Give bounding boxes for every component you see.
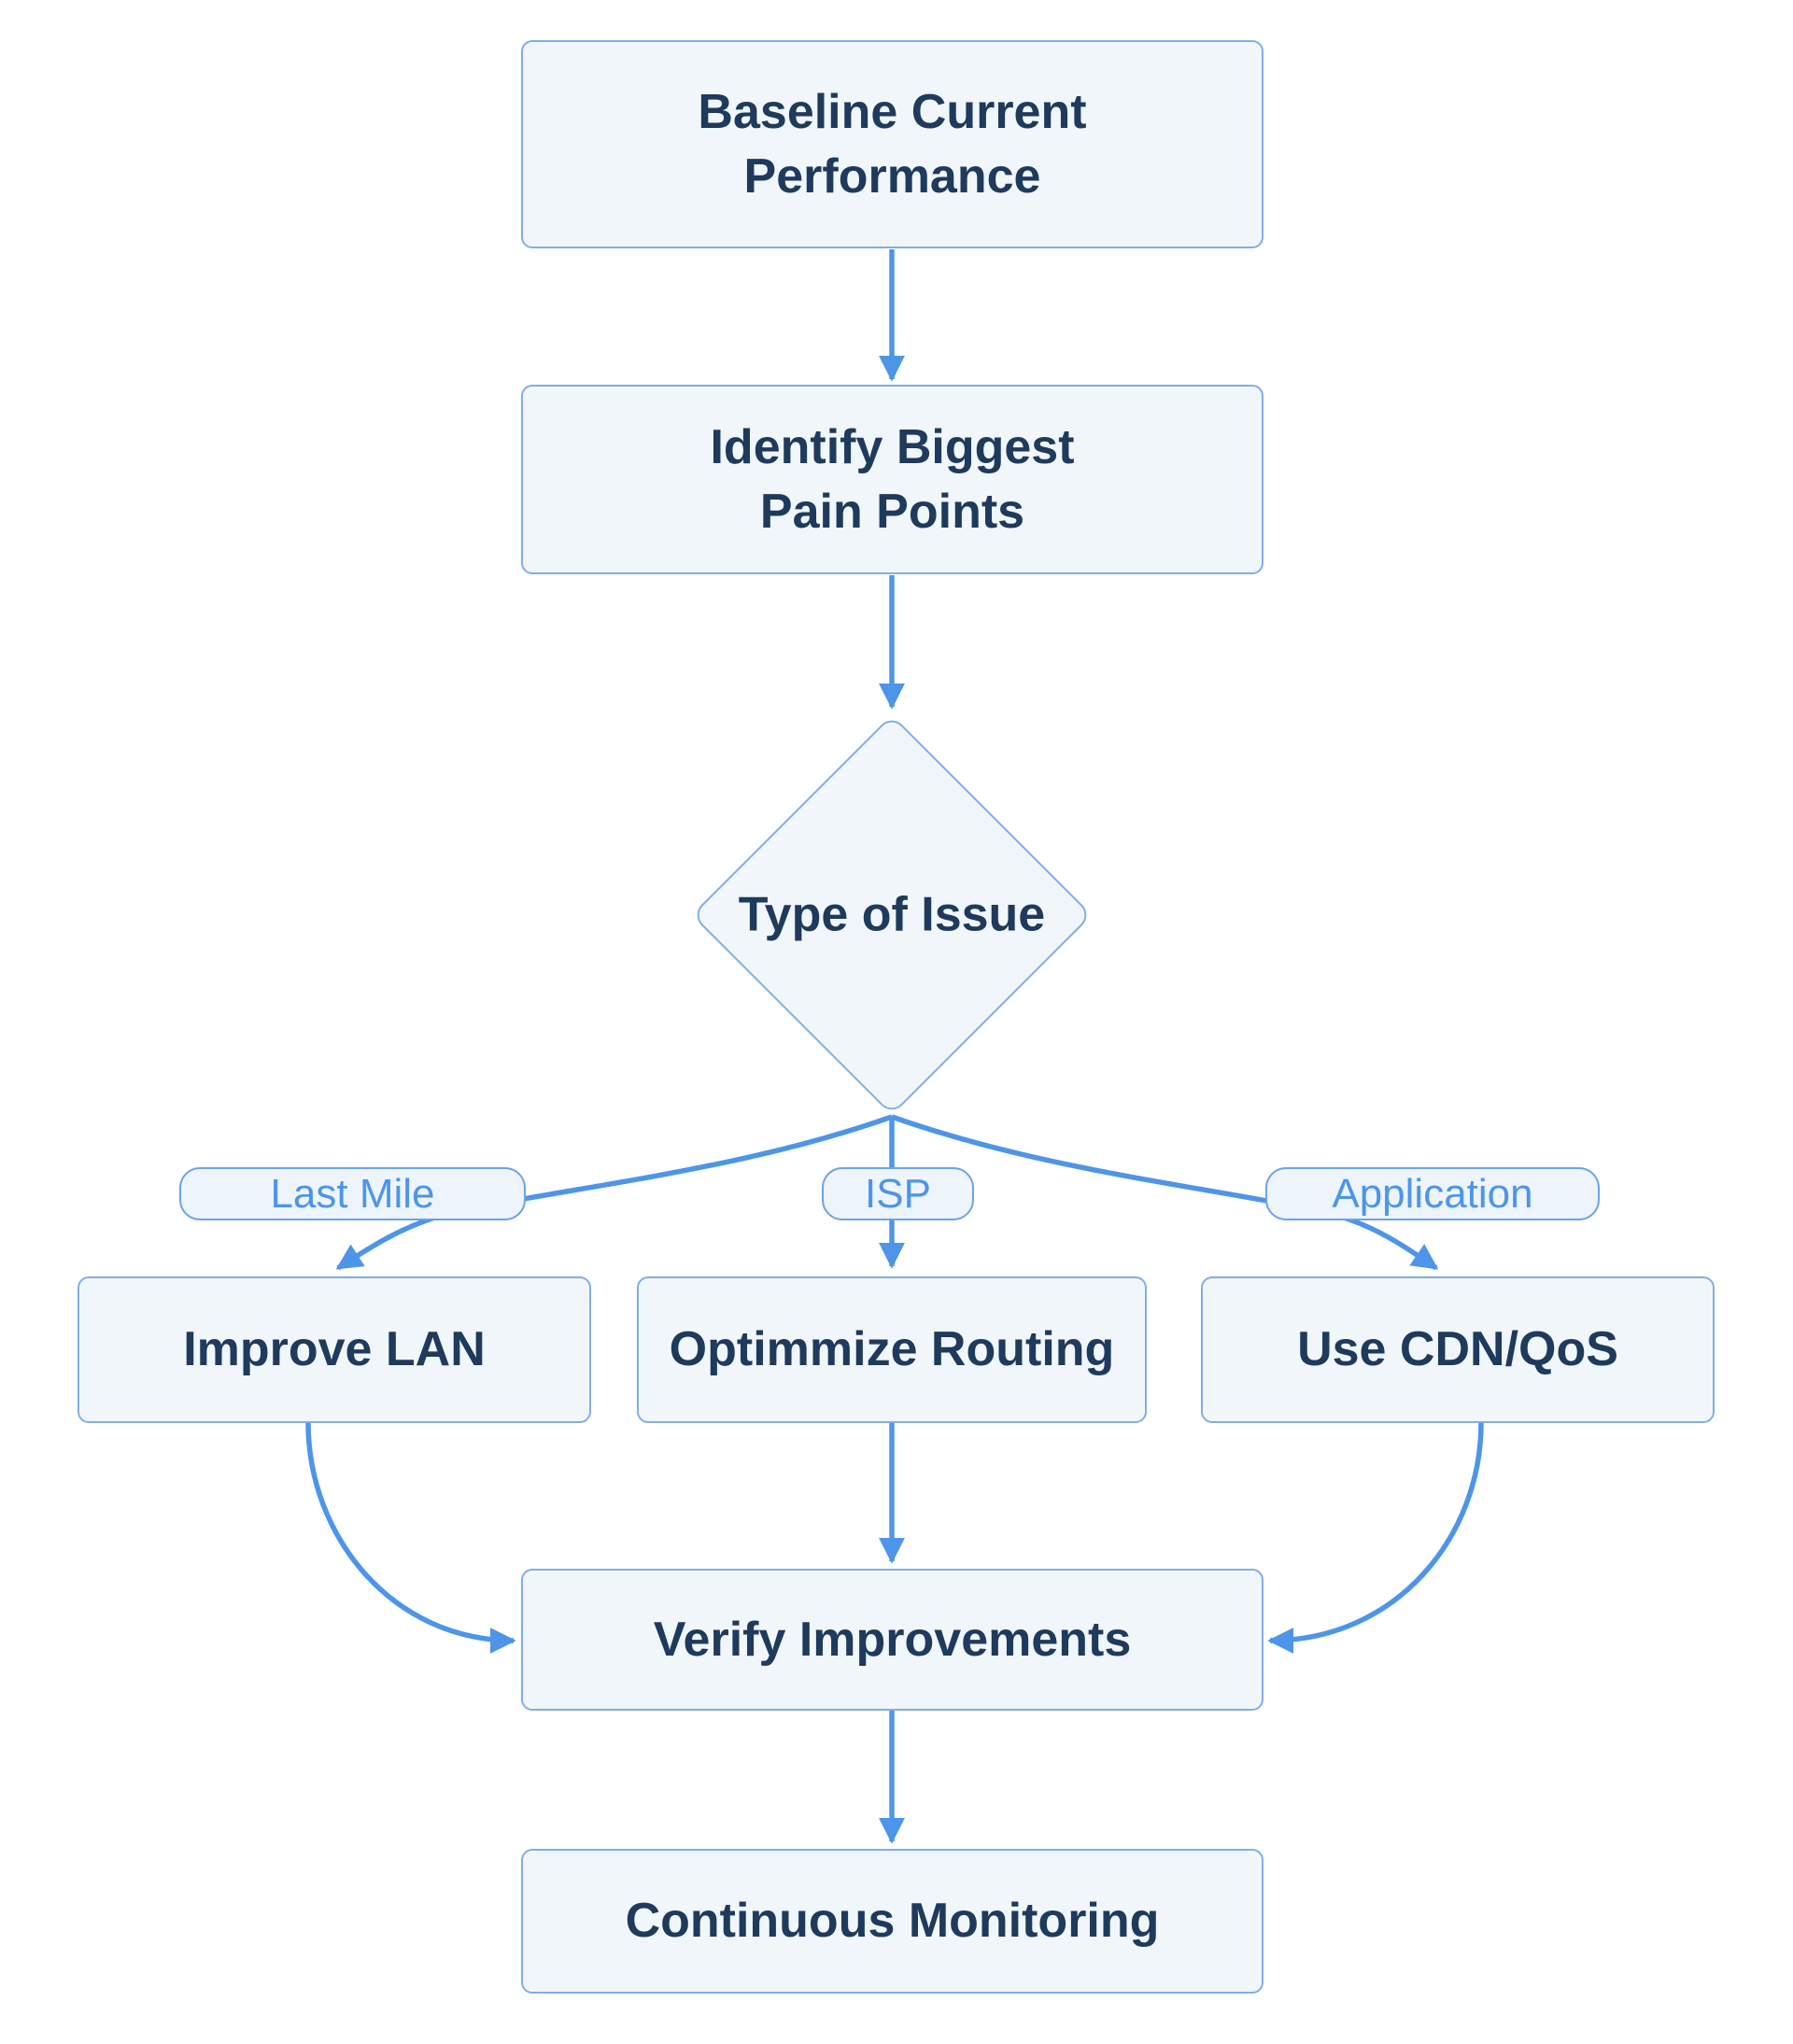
edge-label-isp: ISP: [822, 1167, 974, 1220]
node-identify-label: Identify Biggest Pain Points: [710, 419, 1075, 539]
edge-label-last-mile-text: Last Mile: [270, 1170, 435, 1217]
node-improve-lan-label: Improve LAN: [183, 1322, 486, 1377]
edge-label-application: Application: [1265, 1167, 1600, 1220]
edge-improve-lan-verify: [305, 1422, 516, 1654]
node-use-cdn-qos-label: Use CDN/QoS: [1297, 1322, 1618, 1377]
node-improve-lan: Improve LAN: [78, 1276, 591, 1423]
node-optimmize-routing-label: Optimmize Routing: [669, 1322, 1115, 1377]
node-monitoring-label: Continuous Monitoring: [625, 1894, 1160, 1949]
edge-label-last-mile: Last Mile: [179, 1167, 526, 1220]
node-type-of-issue-label-wrap: Type of Issue: [739, 883, 1045, 948]
edge-type-of-issue-use-cdn-qos: [891, 1114, 1439, 1271]
node-baseline-label: Baseline Current Performance: [698, 84, 1087, 204]
edge-label-isp-text: ISP: [865, 1170, 931, 1217]
node-monitoring: Continuous Monitoring: [521, 1849, 1264, 1994]
edge-label-application-text: Application: [1332, 1170, 1533, 1217]
node-type-of-issue-label: Type of Issue: [738, 887, 1046, 942]
node-use-cdn-qos: Use CDN/QoS: [1201, 1276, 1715, 1423]
node-identify: Identify Biggest Pain Points: [521, 385, 1264, 574]
node-optimmize-routing: Optimmize Routing: [637, 1276, 1147, 1423]
node-verify: Verify Improvements: [521, 1569, 1264, 1711]
edge-use-cdn-qos-verify: [1267, 1422, 1484, 1654]
node-verify-label: Verify Improvements: [653, 1612, 1132, 1667]
node-baseline: Baseline Current Performance: [521, 40, 1264, 248]
